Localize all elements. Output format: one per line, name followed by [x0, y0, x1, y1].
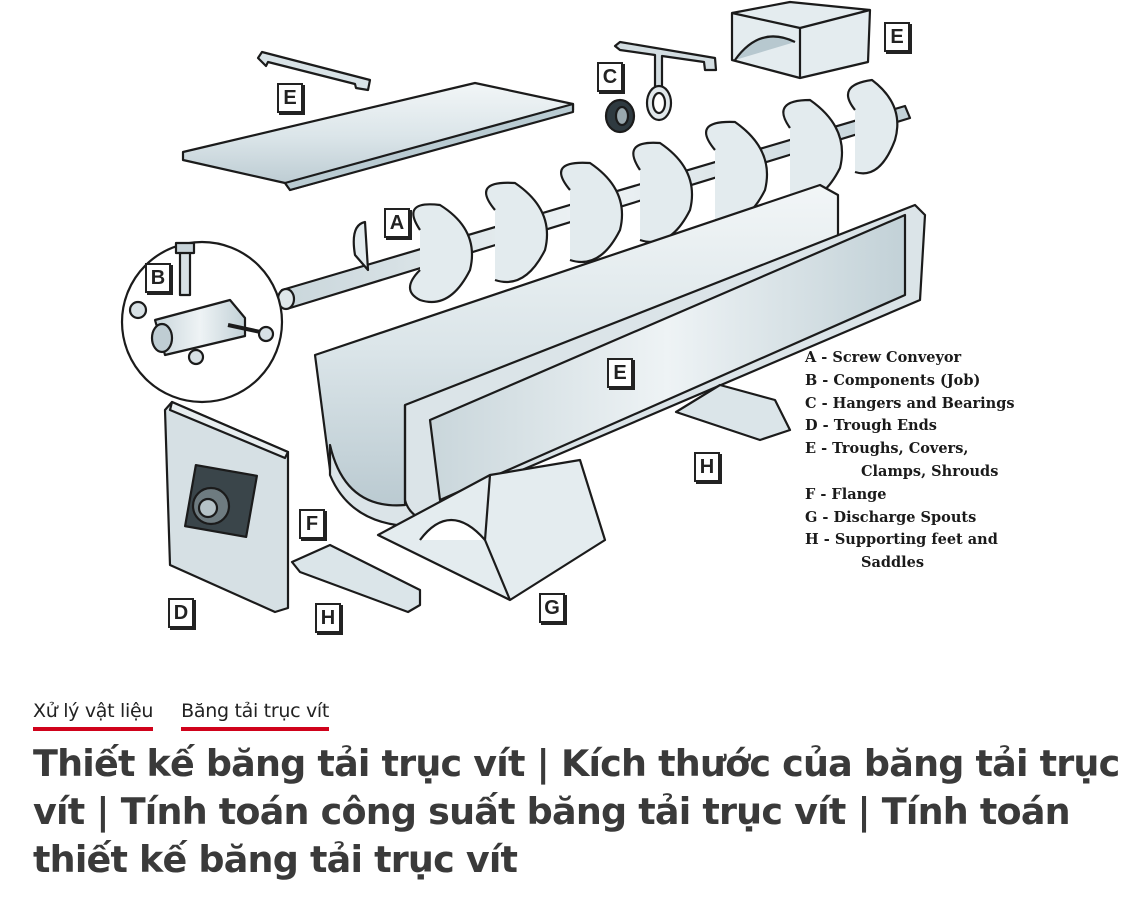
- legend-item: D - Trough Ends: [805, 417, 937, 435]
- legend-item: F - Flange: [805, 485, 887, 503]
- legend-item: A - Screw Conveyor: [805, 349, 962, 366]
- screw-conveyor-diagram: E E C A B E H F D H G A - Screw Conveyor…: [120, 0, 1015, 633]
- category-link-material-handling[interactable]: Xử lý vật liệu: [33, 700, 153, 731]
- label-a-screw: A: [384, 208, 410, 238]
- legend-item: Clamps, Shrouds: [861, 462, 999, 480]
- label-e-spout: E: [884, 22, 910, 52]
- legend-item: Saddles: [861, 554, 925, 572]
- diagram-legend: A - Screw Conveyor B - Components (Job) …: [805, 347, 1015, 575]
- label-c-hanger: C: [597, 62, 623, 92]
- label-f-flange: F: [299, 509, 325, 539]
- legend-item: E - Troughs, Covers,: [805, 440, 969, 458]
- label-e-clamp: E: [277, 83, 303, 113]
- label-h-feet: H: [315, 603, 341, 633]
- legend-item: C - Hangers and Bearings: [805, 394, 1015, 412]
- label-e-trough: E: [607, 358, 633, 388]
- article-title: Thiết kế băng tải trục vít | Kích thước …: [33, 742, 1120, 881]
- label-b-components: B: [145, 263, 171, 293]
- label-g-spout: G: [539, 593, 565, 623]
- category-links: Xử lý vật liệu Băng tải trục vít: [33, 700, 329, 731]
- label-d-trough-end: D: [168, 598, 194, 628]
- legend-item: G - Discharge Spouts: [805, 508, 977, 526]
- legend-item: H - Supporting feet and: [805, 531, 998, 549]
- legend-item: B - Components (Job): [805, 371, 981, 389]
- label-h-saddle: H: [694, 452, 720, 482]
- category-link-screw-conveyor[interactable]: Băng tải trục vít: [181, 700, 329, 731]
